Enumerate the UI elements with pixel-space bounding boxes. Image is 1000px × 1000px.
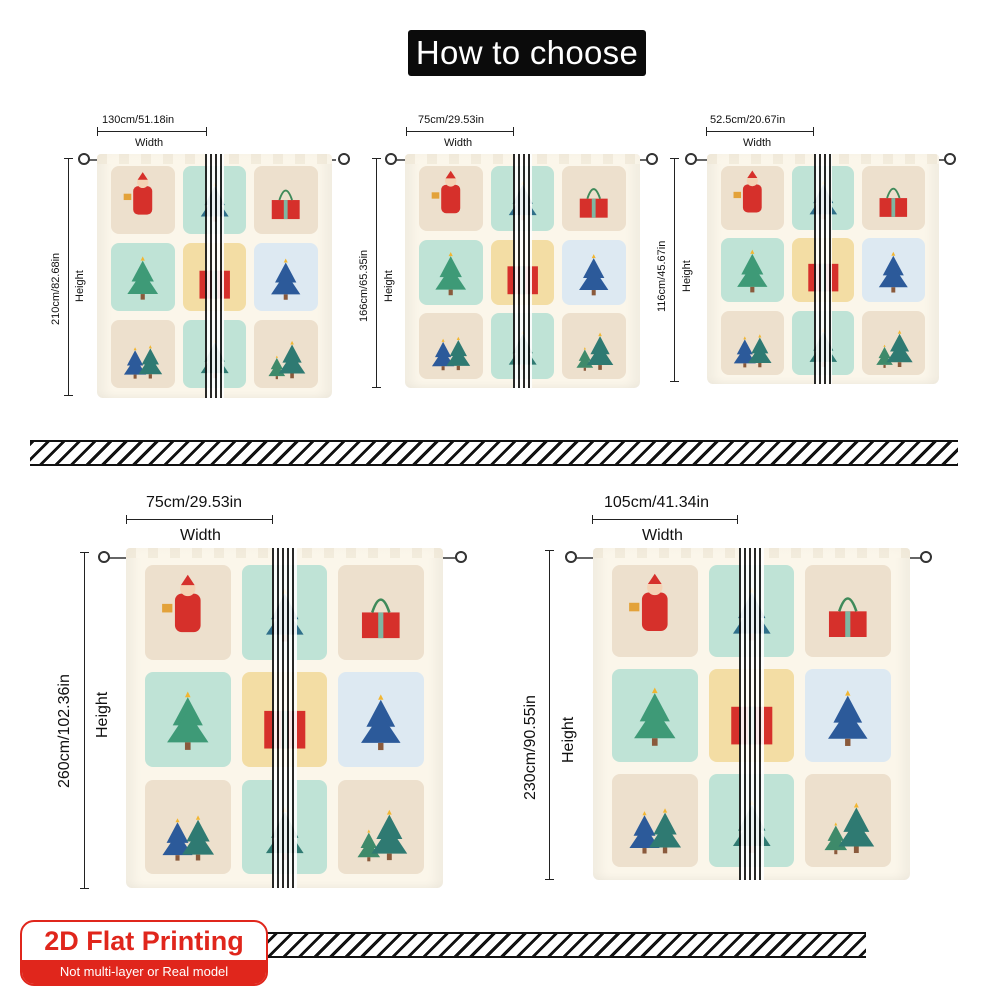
height-measure-line	[80, 552, 89, 889]
curtain-panel	[126, 548, 443, 888]
height-measure-line	[372, 158, 381, 388]
christmas-pattern-tile	[419, 239, 483, 305]
height-value: 230cm/90.55in	[522, 695, 539, 800]
height-label: Height	[383, 270, 395, 302]
christmas-pattern-tile	[562, 313, 626, 379]
christmas-pattern-tile	[338, 779, 424, 875]
rod-end-ring	[944, 153, 956, 165]
width-label: Width	[180, 527, 221, 544]
panel-split-gap	[205, 154, 224, 398]
rod-end-ring	[98, 551, 110, 563]
width-label: Width	[743, 137, 772, 149]
height-label: Height	[74, 270, 86, 302]
christmas-pattern-tile	[562, 165, 626, 231]
rod-end-ring	[920, 551, 932, 563]
width-value: 52.5cm/20.67in	[710, 114, 786, 126]
width-label: Width	[642, 527, 683, 544]
width-measure-line	[592, 515, 738, 524]
christmas-pattern-tile	[720, 238, 784, 303]
rod-end-ring	[685, 153, 697, 165]
christmas-pattern-tile	[612, 669, 698, 762]
christmas-pattern-tile	[111, 243, 175, 312]
christmas-pattern-tile	[720, 310, 784, 375]
title-banner: How to choose	[408, 30, 646, 76]
christmas-pattern-tile	[338, 672, 424, 768]
width-measure-line	[126, 515, 273, 524]
christmas-pattern-tile	[254, 166, 318, 235]
christmas-pattern-tile	[111, 320, 175, 389]
christmas-pattern-tile	[145, 565, 231, 660]
width-label: Width	[444, 137, 473, 149]
rod-end-ring	[385, 153, 397, 165]
christmas-pattern-tile	[805, 564, 891, 658]
width-measure-line	[406, 127, 514, 136]
rod-end-ring	[646, 153, 658, 165]
christmas-pattern-tile	[862, 238, 926, 303]
width-value: 75cm/29.53in	[146, 494, 243, 511]
panel-split-gap	[738, 548, 765, 880]
width-measure-line	[97, 127, 207, 136]
christmas-pattern-tile	[145, 672, 231, 768]
width-value: 75cm/29.53in	[418, 114, 485, 126]
width-measure-line	[706, 127, 814, 136]
panel-split-gap	[271, 548, 298, 888]
height-measure-line	[64, 158, 73, 396]
christmas-pattern-tile	[805, 774, 891, 867]
height-measure-line	[545, 550, 554, 880]
width-label: Width	[135, 137, 164, 149]
height-label: Height	[681, 260, 693, 292]
hatched-divider	[30, 440, 958, 466]
christmas-pattern-tile	[720, 165, 784, 230]
curtain-panel	[593, 548, 910, 880]
height-value: 260cm/102.36in	[56, 674, 73, 788]
christmas-pattern-tile	[145, 779, 231, 875]
rod-end-ring	[565, 551, 577, 563]
width-value: 105cm/41.34in	[604, 494, 709, 511]
christmas-pattern-tile	[338, 565, 424, 660]
christmas-pattern-tile	[862, 310, 926, 375]
height-value: 166cm/65.35in	[358, 249, 370, 322]
christmas-pattern-tile	[612, 564, 698, 658]
christmas-pattern-tile	[419, 165, 483, 231]
christmas-pattern-tile	[562, 239, 626, 305]
christmas-pattern-tile	[805, 669, 891, 762]
height-measure-line	[670, 158, 679, 382]
page-title: How to choose	[415, 34, 639, 71]
christmas-pattern-tile	[254, 243, 318, 312]
christmas-pattern-tile	[111, 166, 175, 235]
christmas-pattern-tile	[612, 774, 698, 867]
panel-split-gap	[513, 154, 532, 388]
rod-end-ring	[338, 153, 350, 165]
rod-end-ring	[455, 551, 467, 563]
height-value: 210cm/82.68in	[50, 252, 62, 325]
badge-subtitle: Not multi-layer or Real model	[22, 960, 266, 984]
curtain-panel	[707, 154, 939, 384]
christmas-pattern-tile	[419, 313, 483, 379]
height-label: Height	[94, 691, 111, 738]
curtain-panel	[97, 154, 332, 398]
hatched-divider	[258, 932, 866, 958]
curtain-panel	[405, 154, 640, 388]
width-value: 130cm/51.18in	[102, 114, 175, 126]
christmas-pattern-tile	[862, 165, 926, 230]
rod-end-ring	[78, 153, 90, 165]
printing-notice-badge: 2D Flat Printing Not multi-layer or Real…	[20, 920, 268, 986]
badge-title: 2D Flat Printing	[44, 926, 244, 956]
height-value: 116cm/45.67in	[656, 240, 668, 312]
christmas-pattern-tile	[254, 320, 318, 389]
panel-split-gap	[813, 154, 833, 384]
height-label: Height	[560, 716, 577, 763]
